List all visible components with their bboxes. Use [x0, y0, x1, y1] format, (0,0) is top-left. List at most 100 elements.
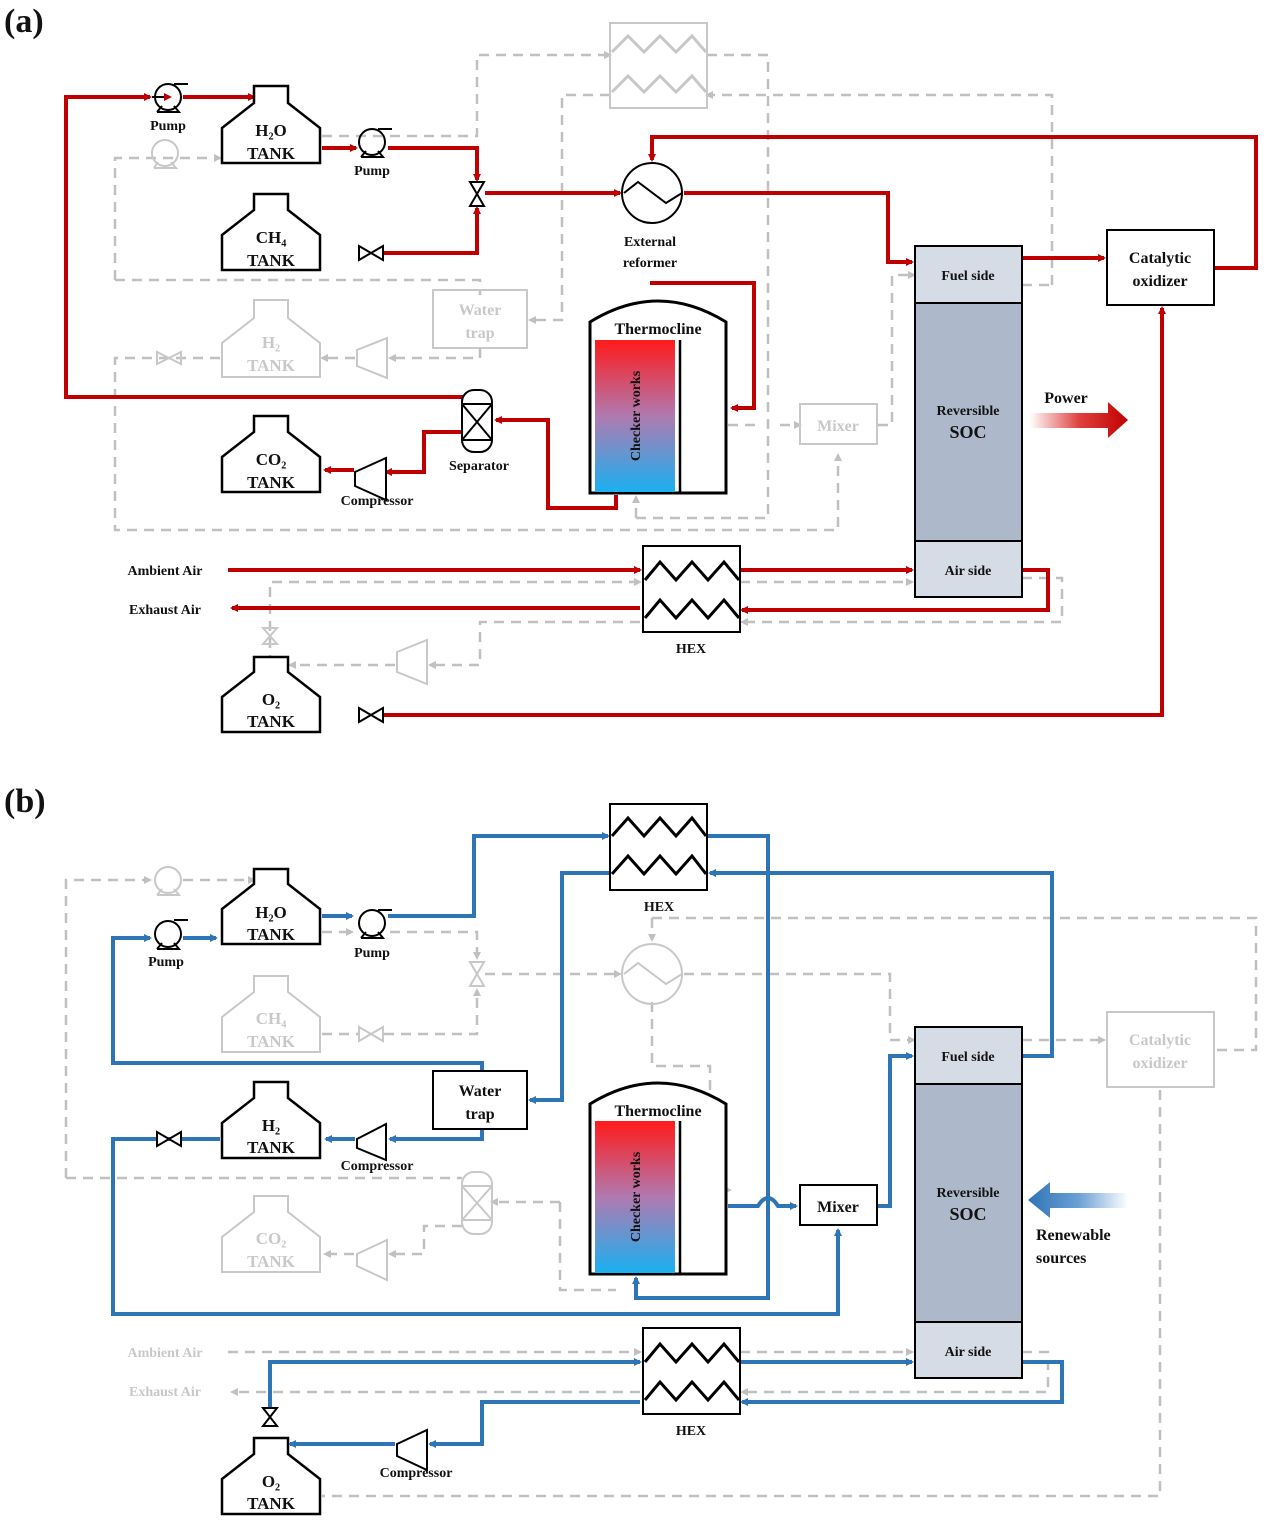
o2-tank-b — [220, 1436, 322, 1516]
reformer-label-1: External — [624, 235, 676, 250]
co2-tank-label-2: TANK — [247, 473, 296, 492]
panel-a-label: (a) — [4, 3, 44, 40]
three-way-valve-inactive-b — [468, 961, 486, 987]
ch4-tank-label-2-b: TANK — [247, 1032, 296, 1051]
o2-tank-label-1: O₂ — [262, 690, 280, 709]
o2-tank-a — [220, 655, 322, 734]
catalytic-label-1: Catalytic — [1129, 250, 1191, 267]
co2-tank-inactive-b — [221, 1195, 321, 1273]
catalytic-inactive-b — [1106, 1011, 1215, 1088]
hex-bottom-b — [642, 1327, 741, 1415]
power-arrow-icon — [1030, 402, 1128, 438]
water-trap-label-2: trap — [465, 325, 494, 342]
hex-top-label: HEX — [644, 900, 674, 915]
water-trap-inactive — [432, 289, 528, 349]
water-trap-label-2-b: trap — [465, 1106, 494, 1123]
h2o-tank-a — [220, 84, 322, 165]
h2o-tank-label-1-b: H₂O — [255, 903, 287, 922]
thermocline-label-b: Thermocline — [614, 1103, 701, 1120]
h2-tank-label-1: H₂ — [262, 333, 280, 352]
pump-right-b — [358, 909, 392, 939]
h2-tank-label-2-b: TANK — [247, 1138, 296, 1157]
ambient-air-label-b: Ambient Air — [127, 1346, 202, 1361]
water-trap-label-1: Water — [459, 302, 502, 319]
mixer-inactive — [799, 403, 878, 445]
inactive-components-a — [151, 22, 878, 686]
valve-o2-inactive — [260, 627, 280, 645]
h2o-tank-label-1: H₂O — [255, 121, 287, 140]
mixer-label-b: Mixer — [817, 1199, 859, 1216]
water-trap-label-1-b: Water — [459, 1083, 502, 1100]
compressor-o2-b — [396, 1428, 428, 1472]
renewable-arrow-icon — [1028, 1182, 1128, 1218]
h2o-tank-label-2: TANK — [247, 144, 296, 163]
catalytic-oxidizer-a — [1106, 229, 1215, 306]
panel-b: (b) — [4, 783, 1258, 1516]
ch4-tank-label-1-b: CH₄ — [256, 1009, 287, 1028]
compressor-co2-inactive-b — [356, 1238, 388, 1282]
external-reformer-a — [621, 162, 683, 224]
soc-stack-b — [914, 1026, 1023, 1379]
h2o-tank-b — [220, 867, 322, 946]
co2-tank-label-2-b: TANK — [247, 1252, 296, 1271]
hex-label-b: HEX — [676, 1424, 706, 1439]
compressor-o2-label: Compressor — [380, 1466, 453, 1481]
co2-tank-label-1: CO₂ — [256, 450, 287, 469]
separator-a — [461, 389, 493, 453]
o2-tank-label-2: TANK — [247, 712, 296, 731]
pump-left-label-b: Pump — [148, 955, 184, 970]
ambient-air-label: Ambient Air — [127, 564, 202, 579]
co2-tank-a — [220, 414, 322, 494]
hex-top-b — [609, 803, 708, 891]
ch4-tank-label-1: CH₄ — [256, 228, 287, 247]
pump-right-label: Pump — [354, 164, 390, 179]
mixer-b — [799, 1184, 878, 1226]
soc-label-2: SOC — [949, 422, 986, 442]
hex-inactive — [609, 22, 708, 109]
inactive-lines-a — [113, 51, 1064, 669]
soc-stack-a — [914, 245, 1023, 598]
soc-label-1: Reversible — [937, 404, 1000, 419]
water-trap-b — [432, 1070, 528, 1130]
h2-tank-b — [220, 1080, 322, 1160]
pump-left-a — [152, 83, 188, 113]
thermocline-b — [588, 1081, 728, 1276]
active-flows-a — [64, 93, 1258, 717]
h2o-tank-label-2-b: TANK — [247, 925, 296, 944]
checker-works-label: Checker works — [629, 370, 644, 461]
renewable-label-1: Renewable — [1036, 1227, 1111, 1244]
separator-label: Separator — [449, 459, 509, 474]
renewable-label-2: sources — [1036, 1250, 1086, 1267]
compressor-o2-inactive — [396, 638, 428, 686]
mixer-label: Mixer — [817, 418, 859, 435]
reformer-label-2: reformer — [623, 256, 677, 271]
catalytic-label-1-b: Catalytic — [1129, 1032, 1191, 1049]
exhaust-air-label-b: Exhaust Air — [129, 1385, 201, 1400]
hex-label: HEX — [676, 642, 706, 657]
ch4-tank-a — [220, 192, 322, 272]
ch4-tank-label-2: TANK — [247, 251, 296, 270]
pump-inactive — [151, 139, 179, 167]
fuel-side-label: Fuel side — [941, 269, 994, 284]
catalytic-label-2-b: oxidizer — [1132, 1055, 1187, 1072]
pump-left-label: Pump — [150, 119, 186, 134]
thermocline-a — [588, 299, 728, 495]
h2-tank-label-2: TANK — [247, 356, 296, 375]
pump-right-label-b: Pump — [354, 946, 390, 961]
co2-tank-label-1-b: CO₂ — [256, 1229, 287, 1248]
air-side-label-b: Air side — [945, 1345, 992, 1360]
compressor-label: Compressor — [341, 494, 414, 509]
compressor-h2-b — [356, 1122, 387, 1162]
exhaust-air-label: Exhaust Air — [129, 603, 201, 618]
h2-tank-label-1-b: H₂ — [262, 1116, 280, 1135]
valve-ch4-a — [358, 244, 384, 262]
active-flows-b — [111, 832, 1064, 1448]
thermocline-label: Thermocline — [614, 321, 701, 338]
o2-tank-label-2-b: TANK — [247, 1494, 296, 1513]
valve-h2-b — [156, 1130, 182, 1148]
inactive-components-b — [154, 866, 1215, 1282]
valve-o2-a — [358, 706, 384, 724]
valve-o2-b — [260, 1407, 280, 1427]
soc-label-2-b: SOC — [949, 1204, 986, 1224]
